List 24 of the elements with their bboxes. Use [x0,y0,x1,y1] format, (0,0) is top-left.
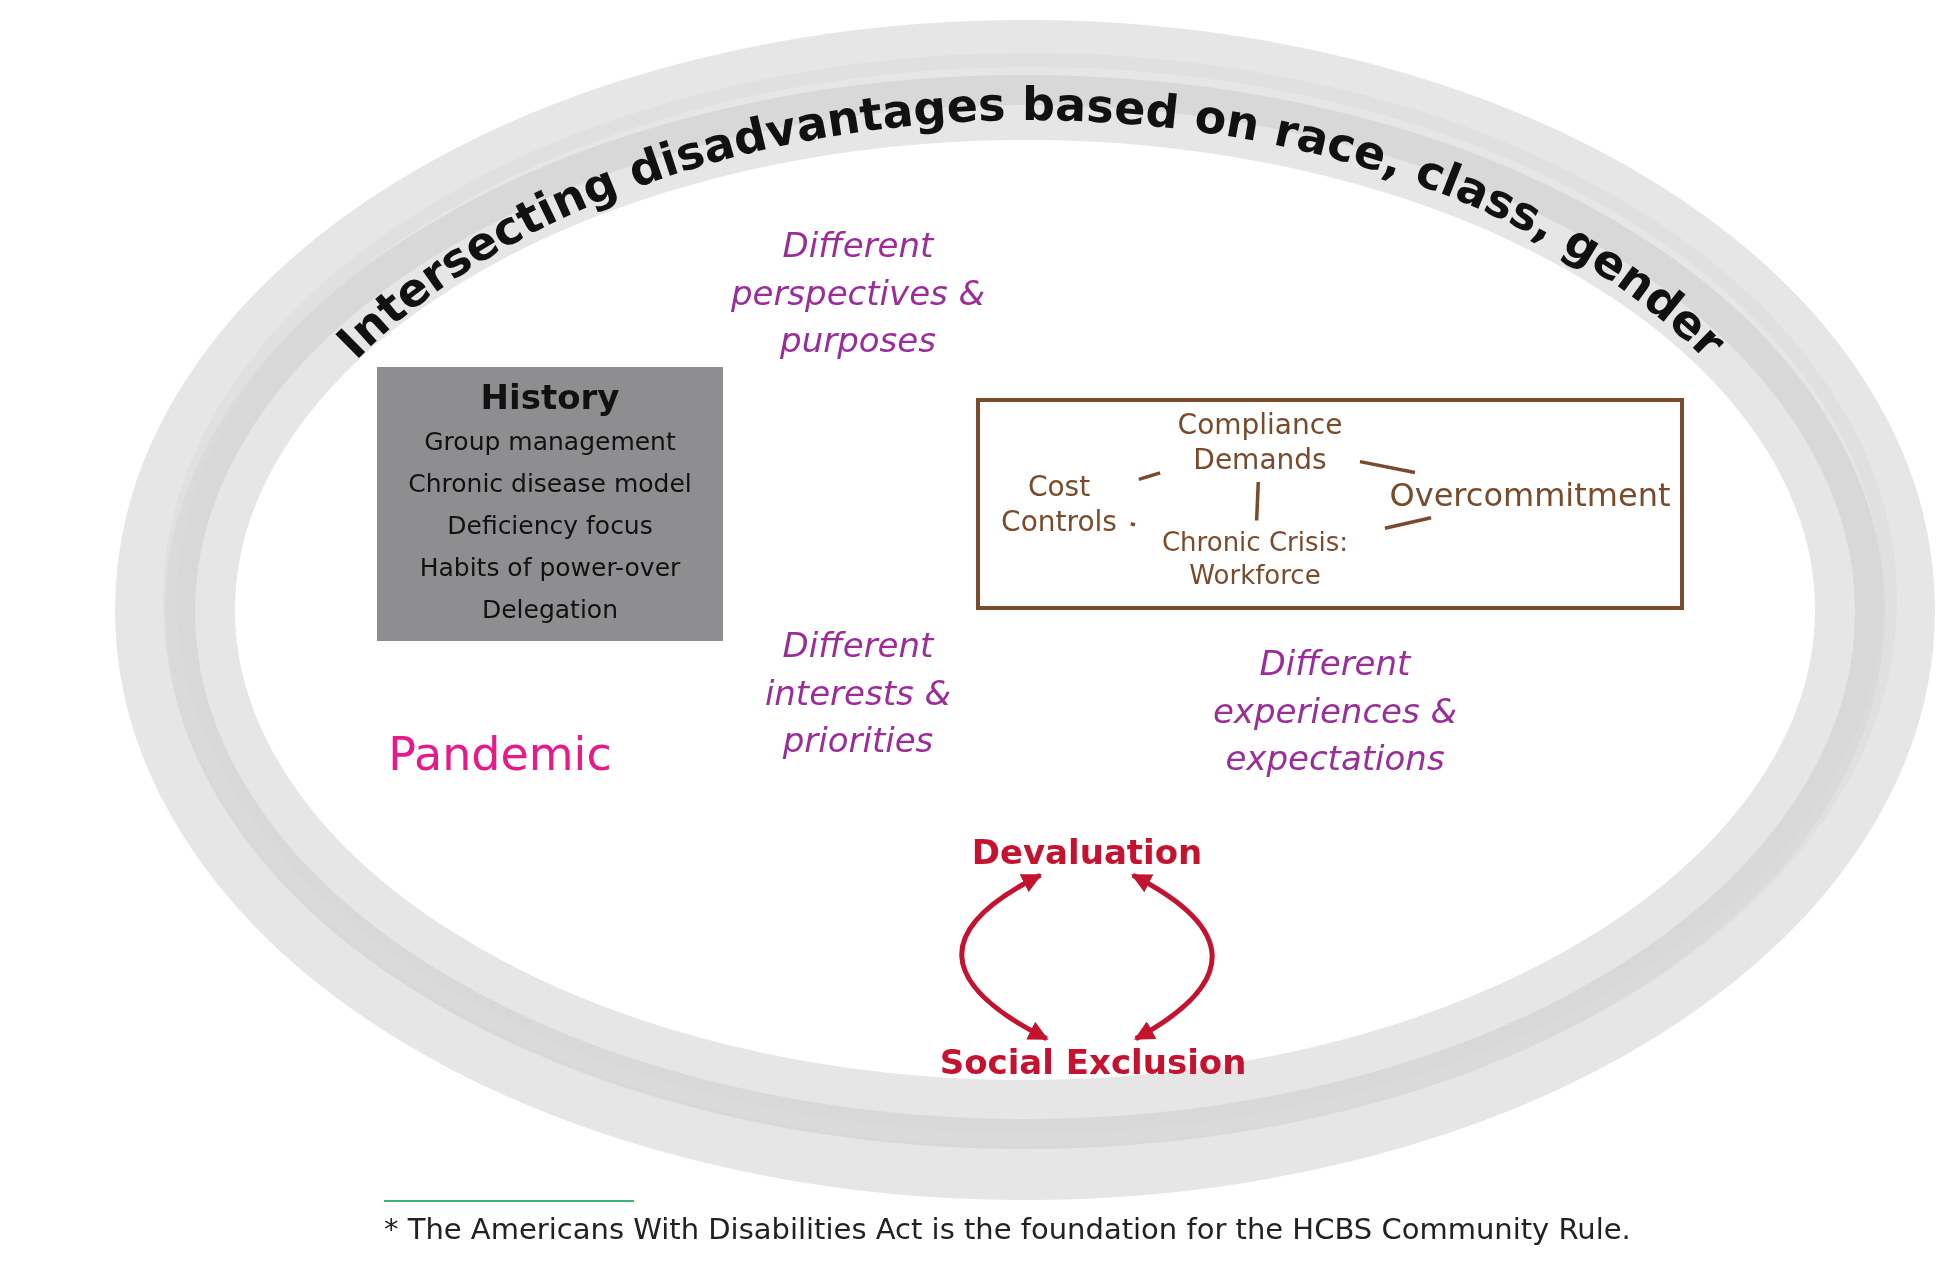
factor-label: Compliance Demands [1165,407,1355,477]
caption: * The Americans With Disabilities Act is the foundation for the HCBS Community Rule. [384,1212,1631,1246]
cycle-label: Social Exclusion [939,1040,1247,1084]
connector-line [1359,459,1416,475]
note-text: Different perspectives & purposes [729,224,987,363]
box-heading: History [479,377,621,417]
connector-line [1384,515,1432,530]
list-item: Group management [423,426,677,458]
cycle-label: Devaluation [971,830,1203,874]
factor-label: Overcommitment [1389,475,1671,515]
curved-arrow [959,873,1049,1041]
list-item: Habits of power-over [418,552,682,584]
list-item: Chronic disease model [407,468,693,500]
connector-line [1130,522,1136,527]
connector-line [1254,481,1261,521]
framed-box [976,398,1684,610]
note-text: Different interests & priorities [763,624,953,763]
curved-arrow [1131,873,1215,1041]
connector-line [1138,471,1161,482]
list-item: Deficiency focus [446,510,654,542]
note-text: Different experiences & expectations [1211,642,1459,781]
history-box [377,367,723,641]
context-label: Pandemic [387,726,613,783]
list-item: Delegation [480,594,619,626]
